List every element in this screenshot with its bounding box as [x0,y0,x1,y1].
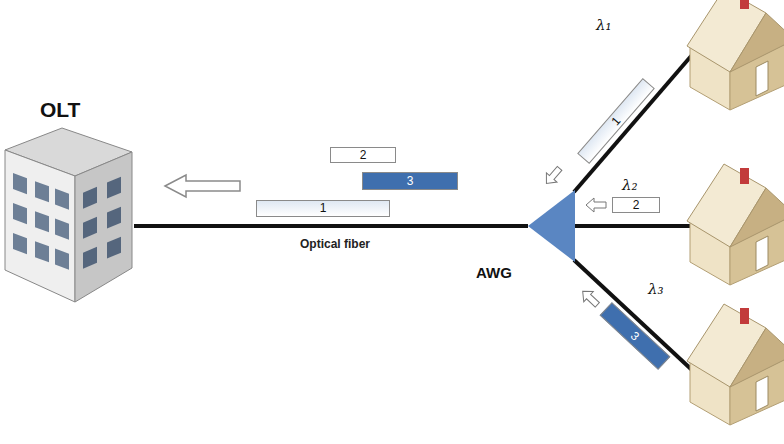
wavelength-label: λ₁ [596,16,612,34]
olt-building: OLT [2,96,134,306]
packet-number: 3 [407,174,414,188]
packet-number: 3 [628,329,642,344]
awg-splitter: AWG [528,188,576,264]
data-packet: 2 [612,197,660,213]
packet-number: 2 [360,148,367,162]
data-packet: 3 [362,172,458,190]
wavelength-label: λ₃ [648,280,664,298]
awg-shape [528,190,575,262]
edge-label: Optical fiber [300,237,370,251]
data-packet: 1 [256,200,390,217]
optical-fiber [134,224,528,228]
packet-number: 1 [320,201,327,215]
wavelength-label: λ₂ [622,176,638,194]
awg-label: AWG [476,264,512,281]
packet-number: 1 [609,114,624,128]
packet-number: 2 [633,198,640,212]
data-packet: 1 [577,78,655,164]
data-packet: 2 [330,147,396,163]
data-packet: 3 [600,302,671,370]
olt-title: OLT [40,98,80,122]
awg-triangle [528,188,576,264]
